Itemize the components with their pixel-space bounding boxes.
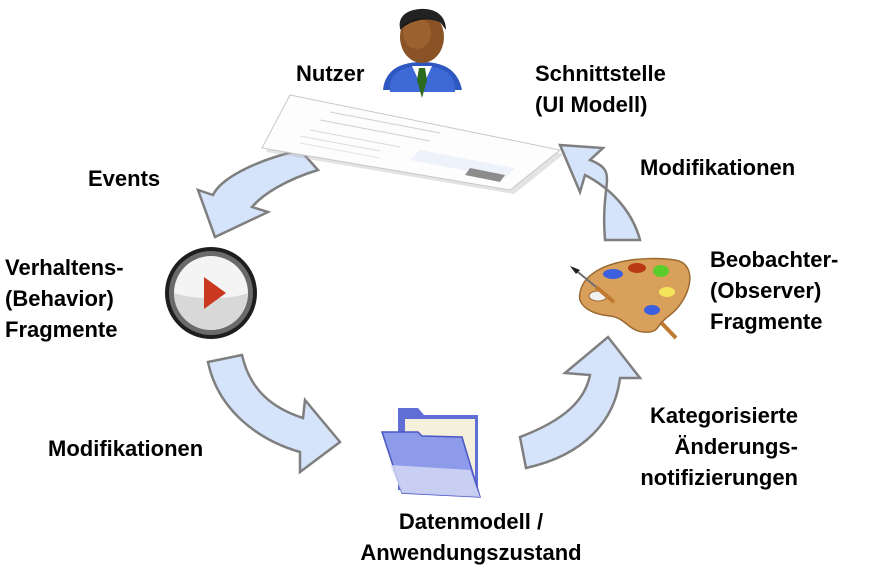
events-label: Events (88, 166, 161, 191)
interface-label-line-2: (UI Modell) (535, 92, 648, 117)
observer-label: Beobachter- (Observer) Fragmente (710, 244, 838, 337)
datamodel-label-line-1: Datenmodell / (398, 509, 544, 534)
modifications-top-label: Modifikationen (640, 155, 796, 180)
notifications-label-line-3: notifizierungen (640, 465, 798, 490)
behavior-label-line-2: (Behavior) (5, 286, 114, 311)
ui-form-icon (261, 94, 564, 194)
behavior-label-line-1: Verhaltens- (5, 255, 124, 280)
observer-label-line-2: (Observer) (710, 278, 822, 303)
interface-label: Schnittstelle (UI Modell) (535, 58, 666, 120)
folder-icon (380, 408, 482, 498)
paint-palette-icon (570, 257, 691, 340)
notifications-label-line-2: Änderungs- (674, 434, 798, 459)
notifications-label-line-1: Kategorisierte (650, 403, 798, 428)
datamodel-label-line-2: Anwendungszustand (360, 540, 582, 565)
observer-label-line-3: Fragmente (710, 309, 823, 334)
modifications-arrow-top (558, 143, 642, 242)
behavior-label: Verhaltens- (Behavior) Fragmente (5, 252, 124, 345)
user-label: Nutzer (296, 61, 365, 86)
notifications-label: Kategorisierte Änderungs- notifizierunge… (620, 400, 798, 493)
modifications-bottom-label: Modifikationen (48, 436, 204, 461)
person-icon (383, 8, 462, 98)
datamodel-label: Datenmodell / Anwendungszustand (352, 506, 590, 568)
interface-label-line-1: Schnittstelle (535, 61, 666, 86)
observer-label-line-1: Beobachter- (710, 247, 839, 272)
notifications-arrow (518, 335, 643, 470)
events-arrow (195, 148, 321, 239)
play-button-icon (165, 247, 257, 339)
modifications-arrow-bottom (206, 353, 342, 475)
behavior-label-line-3: Fragmente (5, 317, 118, 342)
